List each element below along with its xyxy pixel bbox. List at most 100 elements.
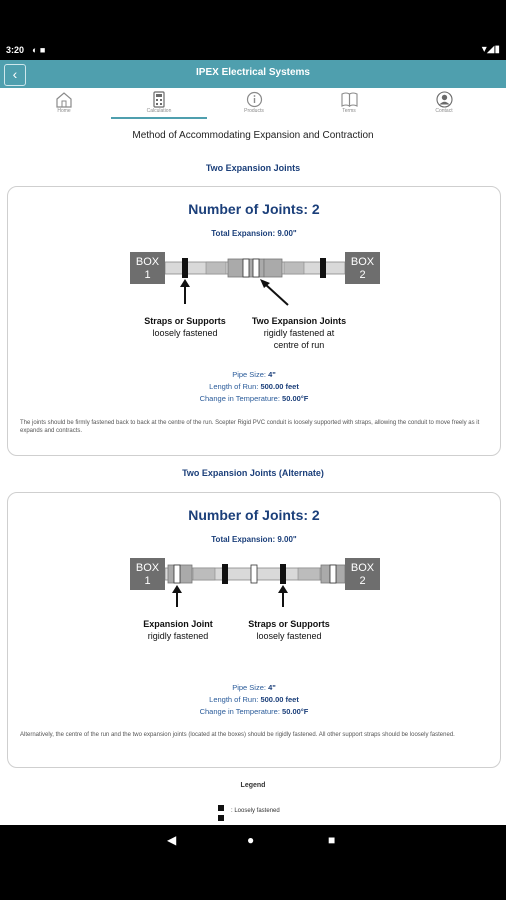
run-length-value: 500.00 feet [260,695,299,704]
legend-item: : Loosely fastened [216,805,280,821]
card-joints-title: Number of Joints: 2 [188,201,320,217]
pipe-coupling [192,567,216,581]
label-straps-sub: loosely fastened [256,631,321,641]
home-icon [56,92,72,108]
status-notification-icons: ◐ ■ [32,45,46,55]
rigid-fastener [329,564,337,584]
app-bar: ‹ IPEX Electrical Systems [0,60,506,88]
joint-card-2: Number of Joints: 2 Total Expansion: 9.0… [7,492,501,768]
run-length-row: Length of Run: 500.00 feet [8,694,500,706]
pipe-size-value: 4" [268,683,276,692]
temp-change-value: 50.00°F [282,394,309,403]
label-expansion-joint: Expansion Joint [143,619,213,629]
tab-products[interactable]: Products [206,88,302,119]
expansion-diagram-2: BOX 1 BOX 2 Expansion Joint rigidly fast… [130,558,380,641]
card-joints-title: Number of Joints: 2 [188,507,320,523]
label-straps: Straps or Supports [248,619,330,629]
junction-box-1 [130,558,165,590]
expansion-diagram-1: BOX 1 BOX 2 Straps or Supports loosely f… [130,252,380,350]
arrow-head [180,279,190,287]
nav-back-button[interactable]: ◀ [167,833,177,847]
person-icon [435,91,453,108]
pipe-size-label: Pipe Size: [232,683,266,692]
temp-change-row: Change in Temperature: 50.00°F [8,393,500,405]
page-title: Method of Accommodating Expansion and Co… [132,130,374,141]
rigid-fastener [250,564,258,584]
tab-contact[interactable]: Contact [396,88,492,119]
run-length-row: Length of Run: 500.00 feet [8,381,500,393]
back-button[interactable]: ‹ [4,64,26,86]
content-area: Method of Accommodating Expansion and Co… [0,119,506,825]
card-total-expansion: Total Expansion: 9.00" [211,229,297,238]
pipe-coupling [283,261,305,275]
app-title: IPEX Electrical Systems [196,67,310,78]
chevron-left-icon: ‹ [12,66,18,82]
box-1-label-top: BOX [136,256,160,268]
box-1-label-bottom: 1 [144,269,150,281]
label-joints: Two Expansion Joints [252,316,346,326]
card-details: Pipe Size: 4" Length of Run: 500.00 feet… [8,369,500,405]
rigid-fastener [242,258,250,278]
arrow-head [172,585,182,593]
box-2-label-top: BOX [351,562,375,574]
system-nav-bar: ◀ ● ■ [0,825,506,900]
tab-contact-label: Contact [435,108,453,114]
arrow-head [278,585,288,593]
section-title-1: Two Expansion Joints [205,163,301,173]
joint-card-1: Number of Joints: 2 Total Expansion: 9.0… [7,186,501,456]
nav-home-button[interactable]: ● [247,833,255,847]
label-expansion-joint-sub: rigidly fastened [148,631,209,641]
temp-change-value: 50.00°F [282,707,309,716]
label-joints-sub2: centre of run [274,340,325,350]
card-details: Pipe Size: 4" Length of Run: 500.00 feet… [8,682,500,718]
loose-strap [222,564,228,584]
section-title-2: Two Expansion Joints (Alternate) [182,468,324,478]
run-length-value: 500.00 feet [260,382,299,391]
box-2-label-bottom: 2 [359,269,365,281]
tab-bar: Home Calculation Products Terms Contact [0,88,506,120]
card-note: Alternatively, the centre of the run and… [20,732,455,738]
tab-calculation-label: Calculation [146,108,172,114]
box-1-label-top: BOX [136,562,160,574]
tab-home-label: Home [57,108,71,114]
pipe-size-label: Pipe Size: [232,370,266,379]
nav-recent-button[interactable]: ■ [328,833,336,847]
run-length-label: Length of Run: [209,695,259,704]
pipe-size-value: 4" [268,370,276,379]
temp-change-label: Change in Temperature: [199,394,280,403]
rigid-fastener [173,564,181,584]
pipe-size-row: Pipe Size: 4" [8,682,500,694]
label-joints-sub1: rigidly fastened at [264,328,335,338]
status-bar: 3:20 ◐ ■ ▾◢▮ [0,0,506,60]
junction-box-1 [130,252,165,284]
book-icon [340,92,358,107]
loose-strap [320,258,326,278]
pipe-coupling [205,261,227,275]
label-straps-sub: loosely fastened [152,328,217,338]
strap-icon [218,805,224,821]
box-1-label-bottom: 1 [144,575,150,587]
run-length-label: Length of Run: [209,382,259,391]
tab-products-label: Products [244,108,264,114]
junction-box-2 [345,558,380,590]
tab-home[interactable]: Home [16,88,112,119]
pipe-coupling [297,567,321,581]
arrow-shaft [264,283,289,306]
label-straps: Straps or Supports [144,316,226,326]
calculator-icon [153,91,165,108]
tab-calculation[interactable]: Calculation [111,88,207,119]
loose-strap [182,258,188,278]
status-time: 3:20 [6,45,25,55]
junction-box-2 [345,252,380,284]
card-total-expansion: Total Expansion: 9.00" [211,535,297,544]
tab-terms-label: Terms [342,108,356,114]
loose-strap [280,564,286,584]
arrow-head [260,279,270,288]
legend-title: Legend [240,782,266,789]
status-system-icons: ▾◢▮ [481,44,500,55]
temp-change-row: Change in Temperature: 50.00°F [8,706,500,718]
temp-change-label: Change in Temperature: [199,707,280,716]
box-2-label-bottom: 2 [359,575,365,587]
box-2-label-top: BOX [351,256,375,268]
tab-terms[interactable]: Terms [301,88,397,119]
